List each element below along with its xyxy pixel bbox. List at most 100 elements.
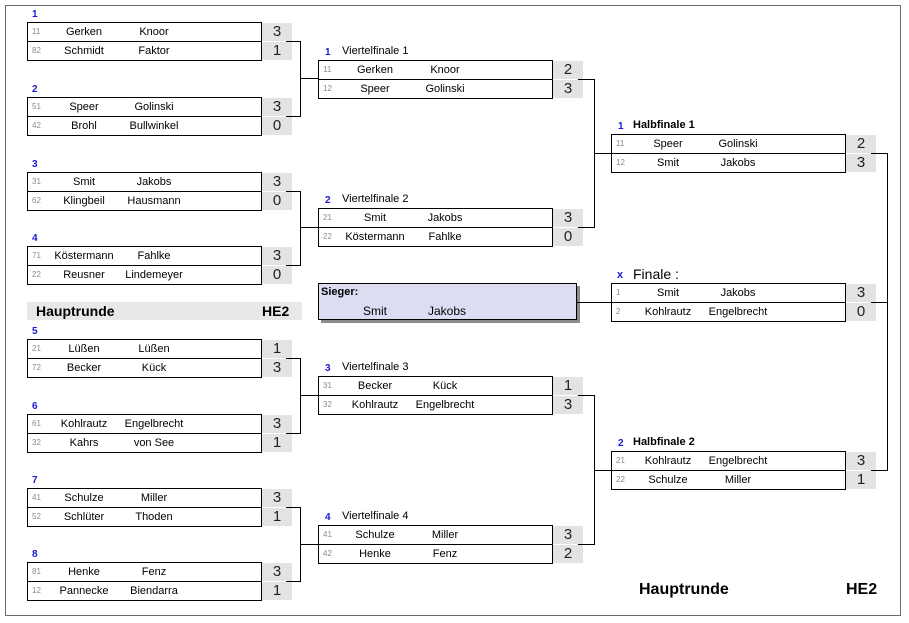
player-name-1: Speer bbox=[69, 101, 99, 113]
score-cell: 2 bbox=[553, 61, 583, 79]
connector-line bbox=[300, 191, 301, 266]
match-title: Halbfinale 1 bbox=[633, 119, 695, 131]
score-cell: 3 bbox=[262, 23, 292, 41]
player-row: 22 Schulze Miller bbox=[612, 471, 845, 489]
score-cell: 2 bbox=[553, 545, 583, 563]
score-cell: 3 bbox=[846, 154, 876, 172]
score-cell: 3 bbox=[262, 173, 292, 191]
score-cell: 3 bbox=[553, 526, 583, 544]
score-cell: 1 bbox=[262, 582, 292, 600]
seed-number: 11 bbox=[32, 27, 41, 36]
score-cell: 2 bbox=[846, 135, 876, 153]
player-name-1: Kohlrautz bbox=[644, 455, 692, 467]
page-frame bbox=[5, 5, 901, 616]
connector-line bbox=[286, 191, 300, 192]
score-cell: 1 bbox=[262, 42, 292, 60]
connector-line bbox=[286, 358, 300, 359]
score-cell: 0 bbox=[262, 117, 292, 135]
match-number: 1 bbox=[32, 9, 38, 20]
player-name-2: Jakobs bbox=[136, 176, 172, 188]
score-cell: 3 bbox=[846, 284, 876, 302]
footer-code: HE2 bbox=[846, 581, 878, 598]
connector-line bbox=[578, 227, 594, 228]
score-cell: 3 bbox=[553, 80, 583, 98]
player-name-2: Hausmann bbox=[127, 195, 181, 207]
seed-number: 81 bbox=[32, 567, 41, 576]
score-cell: 1 bbox=[262, 508, 292, 526]
seed-number: 51 bbox=[32, 102, 41, 111]
match-number: 3 bbox=[325, 363, 331, 374]
connector-line bbox=[286, 265, 300, 266]
seed-number: 11 bbox=[616, 139, 625, 148]
player-name-2: Lindemeyer bbox=[125, 269, 183, 281]
player-name-2: Knoor bbox=[139, 26, 169, 38]
player-name-2: Biendarra bbox=[130, 585, 178, 597]
player-name-1: Schulze bbox=[64, 492, 104, 504]
player-name-2: Miller bbox=[140, 492, 168, 504]
match-title: Viertelfinale 2 bbox=[342, 193, 409, 205]
match-number: 4 bbox=[325, 512, 331, 523]
match-number: 2 bbox=[325, 195, 331, 206]
player-name-1: Schulze bbox=[355, 529, 395, 541]
seed-number: 71 bbox=[32, 251, 41, 260]
player-name-2: Miller bbox=[724, 474, 752, 486]
connector-line bbox=[300, 544, 318, 545]
connector-line bbox=[286, 41, 300, 42]
seed-number: 72 bbox=[32, 363, 41, 372]
connector-line bbox=[300, 395, 318, 396]
player-name-2: Jakobs bbox=[720, 287, 756, 299]
player-name-2: Faktor bbox=[138, 45, 170, 57]
connector-line bbox=[871, 302, 887, 303]
score-cell: 3 bbox=[262, 247, 292, 265]
player-name-2: Golinski bbox=[425, 83, 465, 95]
winner-player-1: Smit bbox=[363, 304, 387, 318]
score-cell: 3 bbox=[262, 359, 292, 377]
winner-label: Sieger: bbox=[321, 286, 359, 298]
score-cell: 1 bbox=[553, 377, 583, 395]
player-name-2: Lüßen bbox=[138, 343, 170, 355]
player-name-2: Kück bbox=[432, 380, 458, 392]
score-cell: 3 bbox=[262, 415, 292, 433]
seed-number: 21 bbox=[32, 344, 41, 353]
section-header-code: HE2 bbox=[262, 303, 290, 319]
seed-number: 41 bbox=[323, 530, 332, 539]
player-name-1: Pannecke bbox=[59, 585, 109, 597]
player-name-1: Gerken bbox=[65, 26, 103, 38]
footer-title: Hauptrunde bbox=[639, 581, 729, 598]
connector-line bbox=[887, 153, 888, 471]
player-name-1: Speer bbox=[360, 83, 390, 95]
seed-number: 42 bbox=[32, 121, 41, 130]
player-name-1: Köstermann bbox=[345, 231, 405, 243]
seed-number: 22 bbox=[616, 475, 625, 484]
connector-line bbox=[300, 227, 318, 228]
score-cell: 0 bbox=[262, 192, 292, 210]
seed-number: 82 bbox=[32, 46, 41, 55]
connector-line bbox=[578, 79, 594, 80]
player-name-1: Schulze bbox=[648, 474, 688, 486]
section-header-band bbox=[27, 302, 302, 320]
score-cell: 0 bbox=[262, 266, 292, 284]
match-number: 7 bbox=[32, 475, 38, 486]
connector-line bbox=[286, 507, 300, 508]
seed-number: 42 bbox=[323, 549, 332, 558]
